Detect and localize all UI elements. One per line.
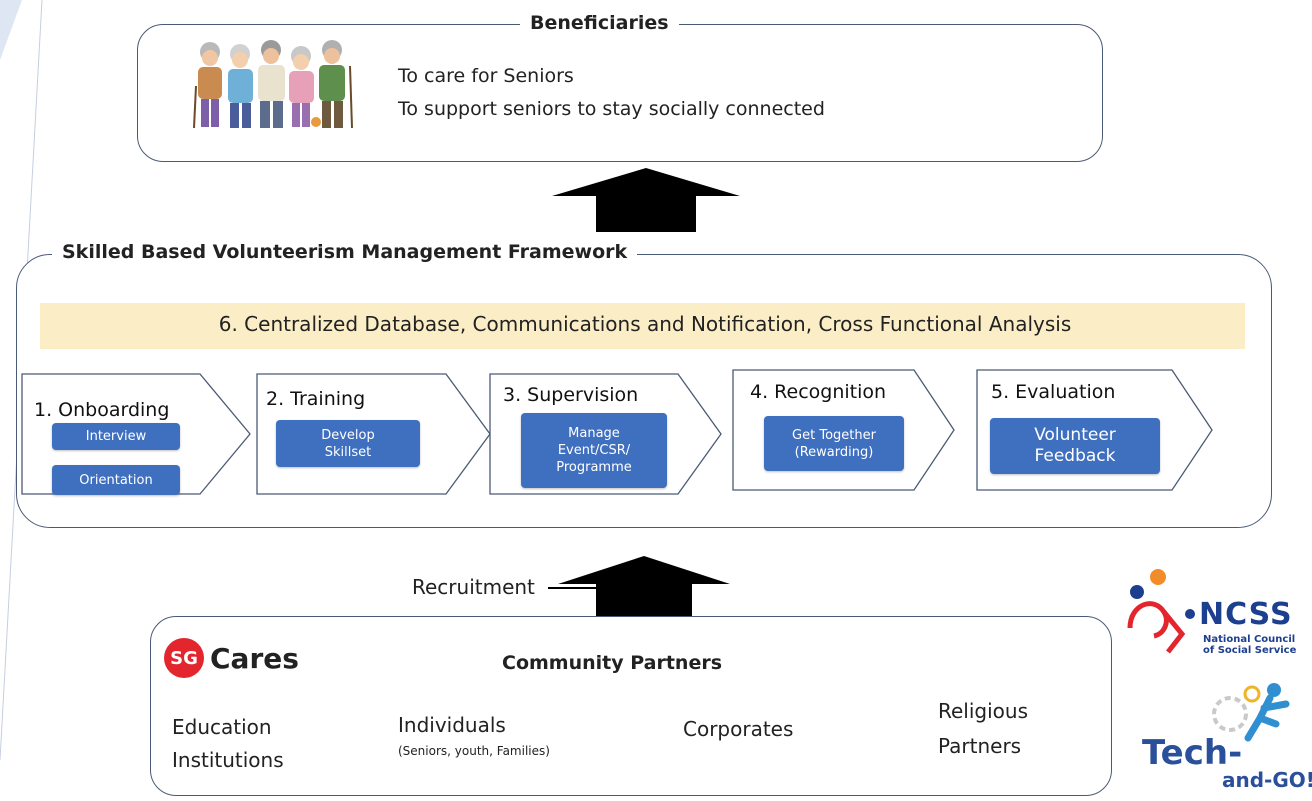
step-2-item-1: Develop Skillset bbox=[276, 420, 420, 467]
step-5-label: 5. Evaluation bbox=[991, 381, 1116, 403]
step-1-item-2: Orientation bbox=[52, 465, 180, 495]
religious-line-2: Partners bbox=[938, 734, 1022, 758]
ncss-name: NCSS bbox=[1199, 597, 1293, 632]
recruitment-arrow bbox=[548, 556, 730, 622]
beneficiaries-title: Beneficiaries bbox=[520, 12, 679, 34]
step-5-item-1: Volunteer Feedback bbox=[990, 418, 1160, 474]
recruitment-label: Recruitment bbox=[412, 575, 535, 599]
individuals-label: Individuals bbox=[398, 713, 506, 737]
education-line-2: Institutions bbox=[172, 748, 284, 772]
community-partners-title: Community Partners bbox=[502, 652, 723, 674]
ncss-line-1: National Council bbox=[1203, 634, 1296, 645]
sg-cares-logo: SG Cares bbox=[164, 638, 299, 678]
step-1-item-1: Interview bbox=[52, 423, 180, 450]
ncss-logo-mark bbox=[1127, 569, 1195, 654]
cares-logo-text: Cares bbox=[210, 641, 299, 675]
ncss-line-2: of Social Service bbox=[1203, 645, 1297, 656]
step-4-label: 4. Recognition bbox=[750, 381, 887, 403]
beneficiaries-line-1: To care for Seniors bbox=[398, 65, 574, 87]
sg-logo-circle: SG bbox=[164, 638, 204, 678]
corporates-label: Corporates bbox=[683, 717, 794, 741]
up-arrow-top bbox=[552, 168, 740, 232]
tech-word: Tech- bbox=[1142, 733, 1243, 773]
seniors-illustration bbox=[193, 40, 353, 129]
step-1-label: 1. Onboarding bbox=[34, 399, 170, 421]
step-3-label: 3. Supervision bbox=[503, 384, 639, 406]
individuals-sublabel: (Seniors, youth, Families) bbox=[398, 744, 550, 758]
beneficiaries-line-2: To support seniors to stay socially conn… bbox=[398, 98, 825, 120]
tech-and-go-figure bbox=[1212, 683, 1290, 742]
religious-line-1: Religious bbox=[938, 699, 1028, 723]
centralized-banner bbox=[40, 303, 1245, 349]
partners-box bbox=[150, 616, 1112, 796]
framework-title: Skilled Based Volunteerism Management Fr… bbox=[52, 241, 638, 263]
step-3-item-1: Manage Event/CSR/ Programme bbox=[521, 413, 667, 488]
step-4-item-1: Get Together (Rewarding) bbox=[764, 416, 904, 471]
centralized-banner-text: 6. Centralized Database, Communications … bbox=[218, 312, 1072, 336]
step-2-label: 2. Training bbox=[266, 388, 366, 410]
education-line-1: Education bbox=[172, 715, 272, 739]
and-go-word: and-GO! bbox=[1222, 768, 1312, 792]
